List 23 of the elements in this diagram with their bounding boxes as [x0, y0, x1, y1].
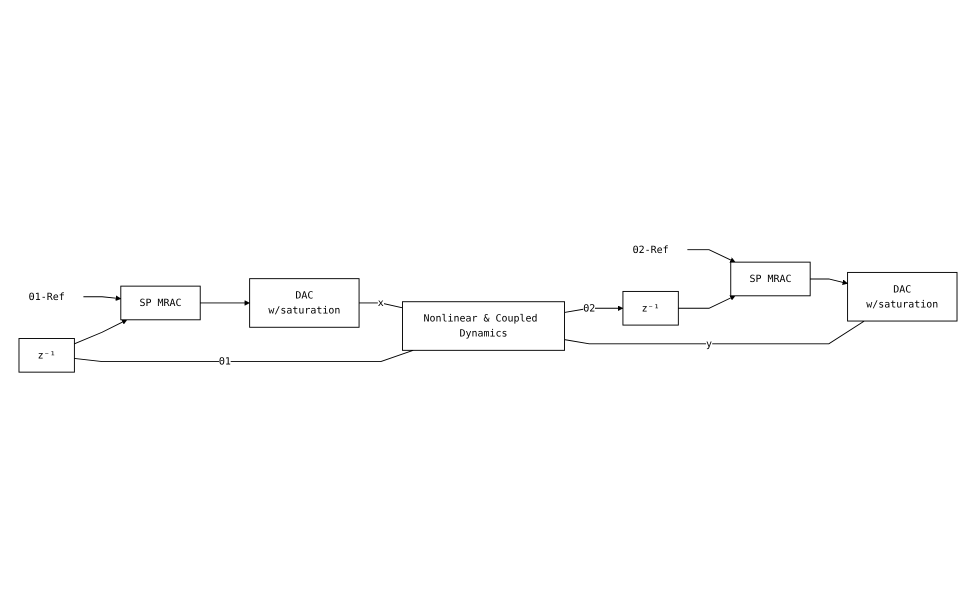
- arrow: [564, 306, 624, 313]
- arrow: [810, 278, 848, 285]
- arrow: [82, 295, 122, 301]
- node-box: z⁻¹: [622, 290, 679, 326]
- connector: [358, 302, 403, 308]
- connector: [74, 350, 414, 362]
- node-text: Θ2-Ref: [632, 243, 669, 256]
- node-box: Nonlinear & Coupled Dynamics: [402, 301, 565, 351]
- node-text: Θ1-Ref: [28, 290, 65, 302]
- edge-label: Θ1: [218, 355, 231, 368]
- arrow: [686, 249, 736, 262]
- node-box: DAC w/saturation: [847, 272, 958, 322]
- edge-label: y: [706, 338, 712, 350]
- node-box: SP MRAC: [730, 262, 811, 296]
- node-box: z⁻¹: [18, 338, 75, 373]
- arrow: [678, 295, 736, 309]
- arrow: [74, 320, 128, 344]
- edge-label: Θ2: [583, 302, 596, 314]
- node-box: DAC w/saturation: [249, 278, 360, 328]
- node-box: SP MRAC: [120, 286, 201, 320]
- edge-label: x: [378, 296, 384, 309]
- arrow: [200, 300, 250, 306]
- connector: [564, 320, 865, 344]
